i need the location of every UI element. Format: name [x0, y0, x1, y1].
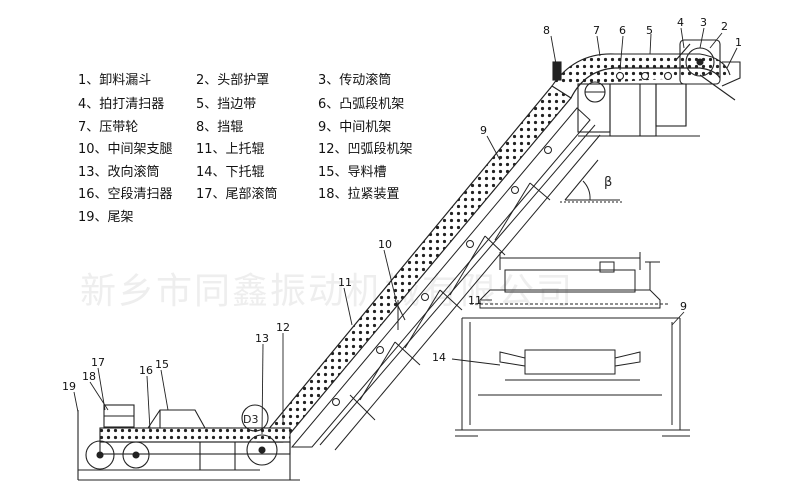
legend-item: 12、凹弧段机架 [318, 142, 413, 157]
intermediate-frame [319, 124, 601, 451]
legend-item: 19、尾架 [78, 210, 134, 225]
legend-item: 18、拉紧装置 [318, 187, 400, 202]
legend-item: 9、中间机架 [318, 120, 392, 135]
callout-18: 18 [82, 370, 96, 383]
legend-item: 7、压带轮 [78, 120, 139, 135]
legend-item: 17、尾部滚筒 [196, 187, 278, 202]
legend-item: 6、凸弧段机架 [318, 97, 405, 112]
callout-9-section: 9 [680, 300, 687, 313]
callout-8: 8 [543, 24, 550, 37]
legend-item: 3、传动滚筒 [318, 73, 392, 88]
head-section [551, 39, 741, 137]
legend-item: 11、上托辊 [196, 142, 265, 157]
callout-10: 10 [378, 238, 392, 251]
carrying-idlers [332, 146, 552, 406]
cross-section-view [455, 252, 690, 437]
watermark-text: 新乡市同鑫振动机械有限公司 [80, 271, 575, 312]
callout-12: 12 [276, 321, 290, 334]
callout-3: 3 [700, 16, 707, 29]
drum-d3-label: D3 [243, 413, 258, 426]
callout-7: 7 [593, 24, 600, 37]
callout-4: 4 [677, 16, 684, 29]
callout-15: 15 [155, 358, 169, 371]
callout-5: 5 [646, 24, 653, 37]
callout-17: 17 [91, 356, 105, 369]
callout-11-section: 11 [468, 294, 482, 307]
callout-11-main: 11 [338, 276, 352, 289]
legend-item: 15、导料槽 [318, 165, 387, 180]
inclined-belt [256, 85, 591, 448]
leader-lines [73, 27, 738, 435]
callout-19: 19 [62, 380, 76, 393]
tail-section [77, 404, 300, 481]
legend-item: 8、挡辊 [196, 120, 244, 135]
callout-2: 2 [721, 20, 728, 33]
legend-item: 16、空段清扫器 [78, 187, 173, 202]
callout-14: 14 [432, 351, 446, 364]
legend-item: 5、挡边带 [196, 97, 257, 112]
angle-beta-label: β [604, 175, 612, 190]
callout-6: 6 [619, 24, 626, 37]
callout-numbers: 1 2 3 4 5 6 7 8 9 10 11 12 13 15 16 17 1… [62, 16, 742, 393]
legend-item: 13、改向滚筒 [78, 165, 160, 180]
angle-indicator [560, 159, 622, 203]
callout-16: 16 [139, 364, 153, 377]
legend-item: 14、下托辊 [196, 165, 265, 180]
legend-item: 10、中间架支腿 [78, 142, 173, 157]
callout-13: 13 [255, 332, 269, 345]
callout-1: 1 [735, 36, 742, 49]
legend-item: 4、拍打清扫器 [78, 97, 165, 112]
callout-9-main: 9 [480, 124, 487, 137]
legend-item: 1、卸料漏斗 [78, 73, 152, 88]
legend-item: 2、头部护罩 [196, 73, 270, 88]
